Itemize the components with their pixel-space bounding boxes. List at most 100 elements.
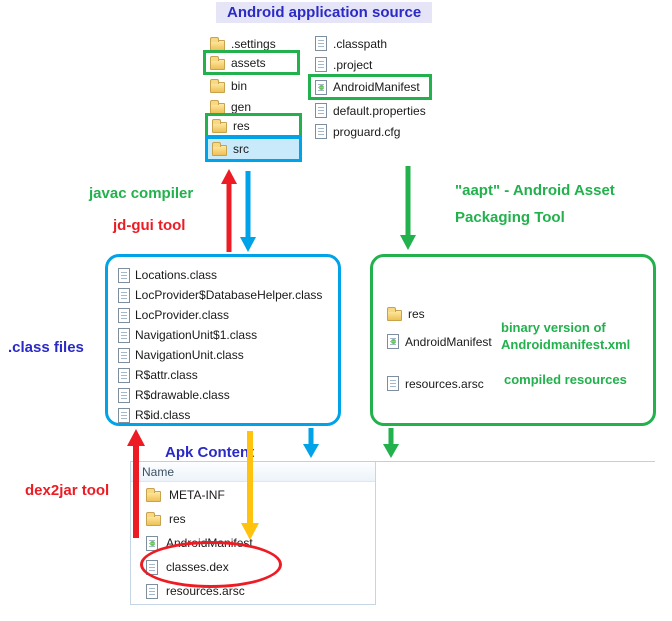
source-item-default-properties: default.properties xyxy=(315,100,426,121)
file-label: R$id.class xyxy=(135,408,191,422)
source-item-src: src xyxy=(212,139,249,159)
apk-item-res: res xyxy=(146,508,186,530)
file-label: gen xyxy=(231,99,252,114)
folder-icon xyxy=(387,306,402,321)
file-icon xyxy=(315,103,327,118)
file-label: default.properties xyxy=(333,103,426,118)
class-file-item: NavigationUnit$1.class xyxy=(118,325,338,345)
file-label: .settings xyxy=(231,36,276,51)
aapt-output-box: res AndroidManifest resources.arsc binar… xyxy=(370,254,656,426)
label-aapt-tool: "aapt" - Android Asset Packaging Tool xyxy=(455,177,615,231)
label-apk-content: Apk Content xyxy=(165,444,255,461)
manifest-file-icon xyxy=(387,334,399,349)
class-file-item: R$id.class xyxy=(118,405,338,425)
class-file-item: R$attr.class xyxy=(118,365,338,385)
file-label: AndroidManifest xyxy=(405,334,492,349)
file-icon xyxy=(315,57,327,72)
source-item-classpath: .classpath xyxy=(315,33,387,54)
label-javac-compiler: javac compiler xyxy=(89,185,194,202)
arrow-jd-gui-up xyxy=(221,169,237,252)
resource-item-resources-arsc: resources.arsc xyxy=(387,373,484,394)
arrow-resources-to-apk-down xyxy=(383,428,399,458)
file-label: resources.arsc xyxy=(405,376,484,391)
label-class-files: .class files xyxy=(8,339,84,356)
file-label: proguard.cfg xyxy=(333,124,401,139)
file-label: LocProvider.class xyxy=(135,308,230,322)
file-icon xyxy=(118,347,130,363)
file-label: res xyxy=(233,118,250,133)
manifest-file-icon xyxy=(315,79,327,95)
file-icon xyxy=(118,407,130,423)
file-label: NavigationUnit$1.class xyxy=(135,328,258,342)
apk-column-header: Name xyxy=(131,462,375,482)
arrow-classes-to-apk-down xyxy=(303,428,319,458)
file-icon xyxy=(118,307,130,323)
file-label: .classpath xyxy=(333,36,388,51)
file-label: res xyxy=(408,306,425,321)
source-item-assets: assets xyxy=(210,53,266,72)
file-label: AndroidManifest xyxy=(333,80,420,94)
file-icon xyxy=(118,267,130,283)
arrow-javac-down xyxy=(240,171,256,252)
highlight-res: res xyxy=(205,113,302,138)
class-file-item: LocProvider$DatabaseHelper.class xyxy=(118,285,338,305)
label-jd-gui-tool: jd-gui tool xyxy=(113,217,186,234)
file-label: R$drawable.class xyxy=(135,388,230,402)
file-icon xyxy=(146,583,158,599)
folder-icon xyxy=(210,55,225,70)
apk-panel-top-line xyxy=(130,461,655,462)
page-title: Android application source xyxy=(216,2,433,23)
class-file-item: R$drawable.class xyxy=(118,385,338,405)
file-label: res xyxy=(169,512,186,526)
folder-icon xyxy=(146,488,161,502)
file-icon xyxy=(118,287,130,303)
highlight-assets: assets xyxy=(203,50,300,75)
folder-icon xyxy=(212,142,227,156)
apk-item-meta-inf: META-INF xyxy=(146,484,225,506)
highlight-src: src xyxy=(205,136,302,162)
source-item-androidmanifest: AndroidManifest xyxy=(315,77,420,97)
file-icon xyxy=(118,327,130,343)
source-item-project: .project xyxy=(315,54,372,75)
file-label: R$attr.class xyxy=(135,368,198,382)
folder-icon xyxy=(212,118,227,133)
file-label: assets xyxy=(231,55,266,70)
file-label: bin xyxy=(231,78,248,93)
highlight-androidmanifest: AndroidManifest xyxy=(308,74,432,100)
label-aapt-line2: Packaging Tool xyxy=(455,209,565,226)
folder-icon xyxy=(210,36,225,51)
source-item-res: res xyxy=(212,116,250,135)
note-line2: Androidmanifest.xml xyxy=(501,337,631,352)
file-label: LocProvider$DatabaseHelper.class xyxy=(135,288,323,302)
note-compiled-resources: compiled resources xyxy=(504,372,627,387)
class-file-item: NavigationUnit.class xyxy=(118,345,338,365)
note-line1: binary version of xyxy=(501,320,606,335)
file-label: src xyxy=(233,142,249,156)
arrow-aapt-down xyxy=(400,166,416,250)
apk-content-panel: Name META-INF res AndroidManifest classe… xyxy=(130,462,376,605)
source-item-proguard: proguard.cfg xyxy=(315,121,400,142)
resource-item-androidmanifest: AndroidManifest xyxy=(387,331,492,352)
label-dex2jar-tool: dex2jar tool xyxy=(25,482,110,499)
resource-item-res: res xyxy=(387,303,425,324)
file-icon xyxy=(315,36,327,51)
folder-icon xyxy=(210,78,225,93)
folder-icon xyxy=(146,512,161,526)
file-icon xyxy=(315,124,327,139)
class-files-box: Locations.class LocProvider$DatabaseHelp… xyxy=(105,254,341,426)
classes-dex-highlight-oval xyxy=(140,541,282,588)
label-aapt-line1: "aapt" - Android Asset xyxy=(455,182,615,199)
file-icon xyxy=(118,367,130,383)
file-label: META-INF xyxy=(169,488,225,502)
file-label: .project xyxy=(333,57,373,72)
source-item-gen: gen xyxy=(210,96,251,117)
file-icon xyxy=(387,376,399,391)
column-header-name: Name xyxy=(142,464,175,479)
note-binary-manifest: binary version of Androidmanifest.xml xyxy=(501,319,630,353)
file-icon xyxy=(118,387,130,403)
file-label: NavigationUnit.class xyxy=(135,348,244,362)
file-label: Locations.class xyxy=(135,268,218,282)
source-item-bin: bin xyxy=(210,75,247,96)
class-file-item: LocProvider.class xyxy=(118,305,338,325)
